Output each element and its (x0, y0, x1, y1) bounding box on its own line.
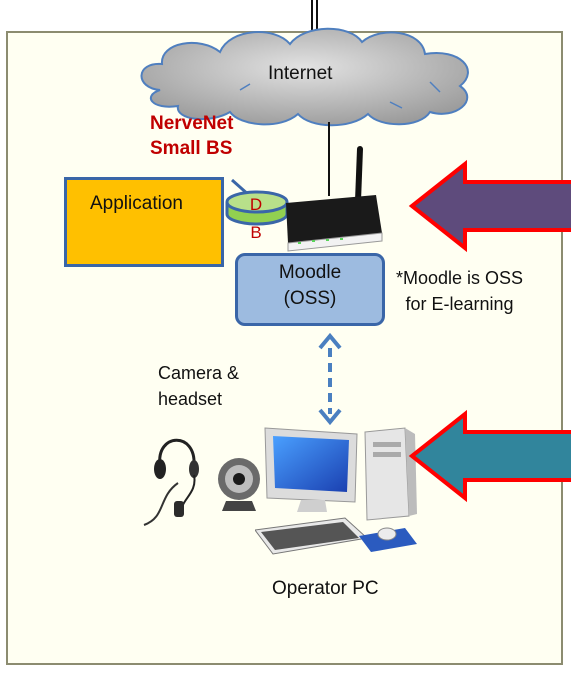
moodle-box: Moodle (OSS) (235, 253, 385, 326)
headset-icon (143, 438, 199, 526)
database-icon (225, 178, 289, 226)
db-label: D B (249, 195, 263, 242)
bottom-left-arrow (408, 409, 571, 503)
internet-cloud (140, 27, 469, 127)
dashed-link-arrow (318, 332, 342, 426)
moodle-note: *Moodle is OSS for E-learning (396, 268, 524, 315)
application-label: Application (90, 193, 183, 214)
operator-pc-label: Operator PC (272, 578, 379, 599)
camera-headset-label: Camera & headset (158, 363, 240, 410)
top-left-arrow (408, 159, 571, 253)
desktop-pc-icon (255, 427, 417, 555)
internet-label: Internet (268, 63, 333, 84)
diagram-panel (6, 31, 563, 665)
router-icon (286, 146, 383, 252)
application-box (64, 177, 224, 267)
webcam-icon (218, 458, 260, 511)
nervenet-label: NerveNet Small BS (150, 113, 234, 159)
